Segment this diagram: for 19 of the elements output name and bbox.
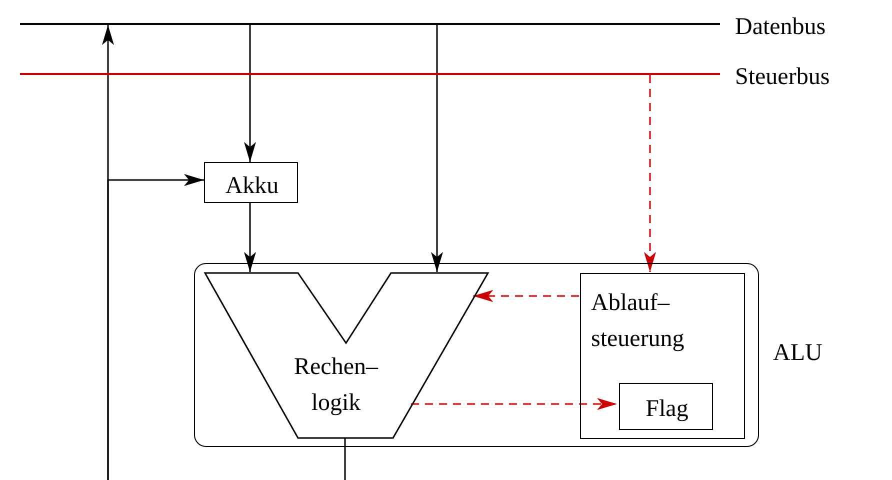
process-box — [204, 162, 298, 203]
node-label: Steuerbus — [735, 63, 830, 92]
arrow — [644, 75, 656, 272]
arrow — [244, 203, 256, 272]
arrow — [244, 25, 256, 162]
node-label: ALU — [773, 339, 822, 368]
node-label: Rechen– logik — [293, 353, 380, 418]
arrow — [431, 25, 443, 272]
flag-box — [619, 383, 713, 430]
node-label: Ablauf– steuerung — [591, 289, 686, 354]
node-label: Akku — [224, 172, 280, 201]
arithmetic-logic-shape — [205, 273, 489, 439]
process-box — [580, 273, 745, 439]
connector-line — [344, 438, 346, 480]
arrow — [107, 174, 204, 480]
arrow — [411, 398, 617, 410]
node-label: Flag — [644, 395, 690, 424]
node-label: Datenbus — [735, 13, 826, 42]
arrow — [473, 290, 579, 302]
